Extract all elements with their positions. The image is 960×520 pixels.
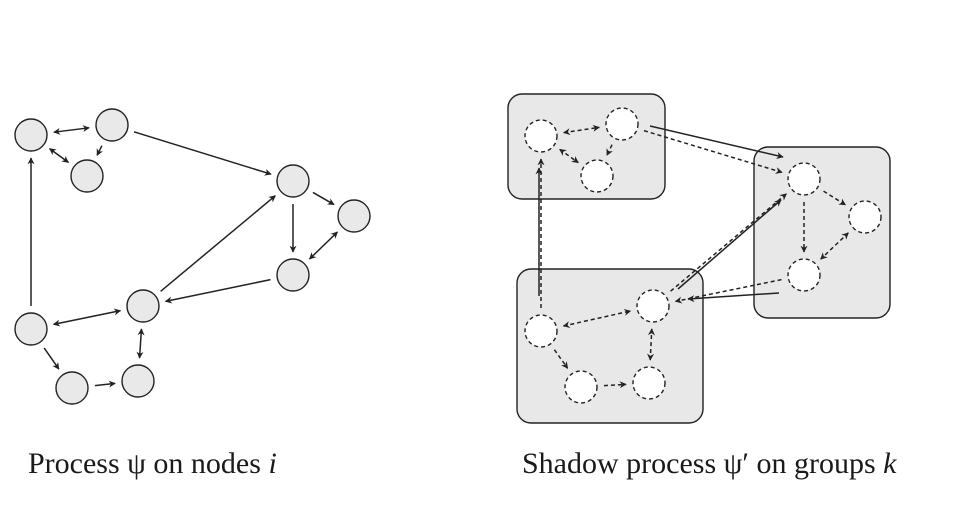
process-edge-n2-n3 [96,145,104,156]
process-node-n7 [126,289,160,323]
shadow-edge-n8-n7 [562,308,632,329]
shadow-edge-n10-n7 [647,328,655,361]
process-edge-n7-n4 [160,195,276,292]
process-node-n3 [70,159,104,193]
caption-shadow-process: Shadow process ψ′ on groups k [522,447,896,481]
shadow-edge-n2-n4 [643,129,783,174]
shadow-node-n2 [605,107,639,141]
caption-right-text: Shadow process ψ′ on groups [522,447,884,480]
process-edge-n1-n3 [48,147,70,164]
process-edge-n9-n10 [94,380,116,388]
shadow-node-n1 [524,119,558,153]
shadow-process-graph [507,93,891,424]
process-node-n2 [95,108,129,142]
process-edge-n2-n4 [133,131,272,176]
group-edge-g1-g2 [649,125,784,159]
shadow-edge-n1-n3 [559,148,579,164]
shadow-node-n8 [524,314,558,348]
shadow-edge-n2-n3 [606,144,613,156]
process-edge-n1-n2 [53,125,90,135]
group-box-g2 [753,146,891,319]
caption-left-variable: i [268,447,277,480]
process-edge-n4-n5 [312,191,335,206]
process-node-n6 [276,258,310,292]
process-node-n10 [121,364,155,398]
caption-left-text: Process ψ on nodes [28,447,269,480]
shadow-node-n3 [580,159,614,193]
shadow-node-n4 [787,162,821,196]
process-edge-n8-n9 [43,347,60,370]
shadow-node-n9 [564,370,598,404]
process-edge-n5-n6 [309,231,338,260]
process-node-n8 [14,312,48,346]
shadow-node-n7 [636,289,670,323]
shadow-edge-n7-n4 [670,193,787,292]
shadow-edge-n9-n10 [603,381,627,389]
process-edge-n8-n7 [52,308,122,327]
process-edge-n10-n7 [136,328,145,359]
node-process-graph [14,108,371,405]
shadow-edge-n1-n2 [563,124,600,136]
shadow-edge-n5-n6 [820,232,849,260]
shadow-node-n10 [632,366,666,400]
group-edge-g3-g2 [677,199,782,290]
process-node-n5 [337,199,371,233]
group-edge-g2-g3 [687,292,780,303]
process-edge-n6-n7 [164,278,271,304]
process-node-n1 [14,118,48,152]
process-node-n9 [55,371,89,405]
shadow-edge-n8-n9 [553,349,569,369]
process-node-n4 [276,164,310,198]
shadow-edge-n4-n5 [823,190,847,206]
caption-right-variable: k [883,447,897,480]
caption-node-process: Process ψ on nodes i [28,447,277,481]
shadow-node-n6 [787,258,821,292]
shadow-node-n5 [848,200,882,234]
